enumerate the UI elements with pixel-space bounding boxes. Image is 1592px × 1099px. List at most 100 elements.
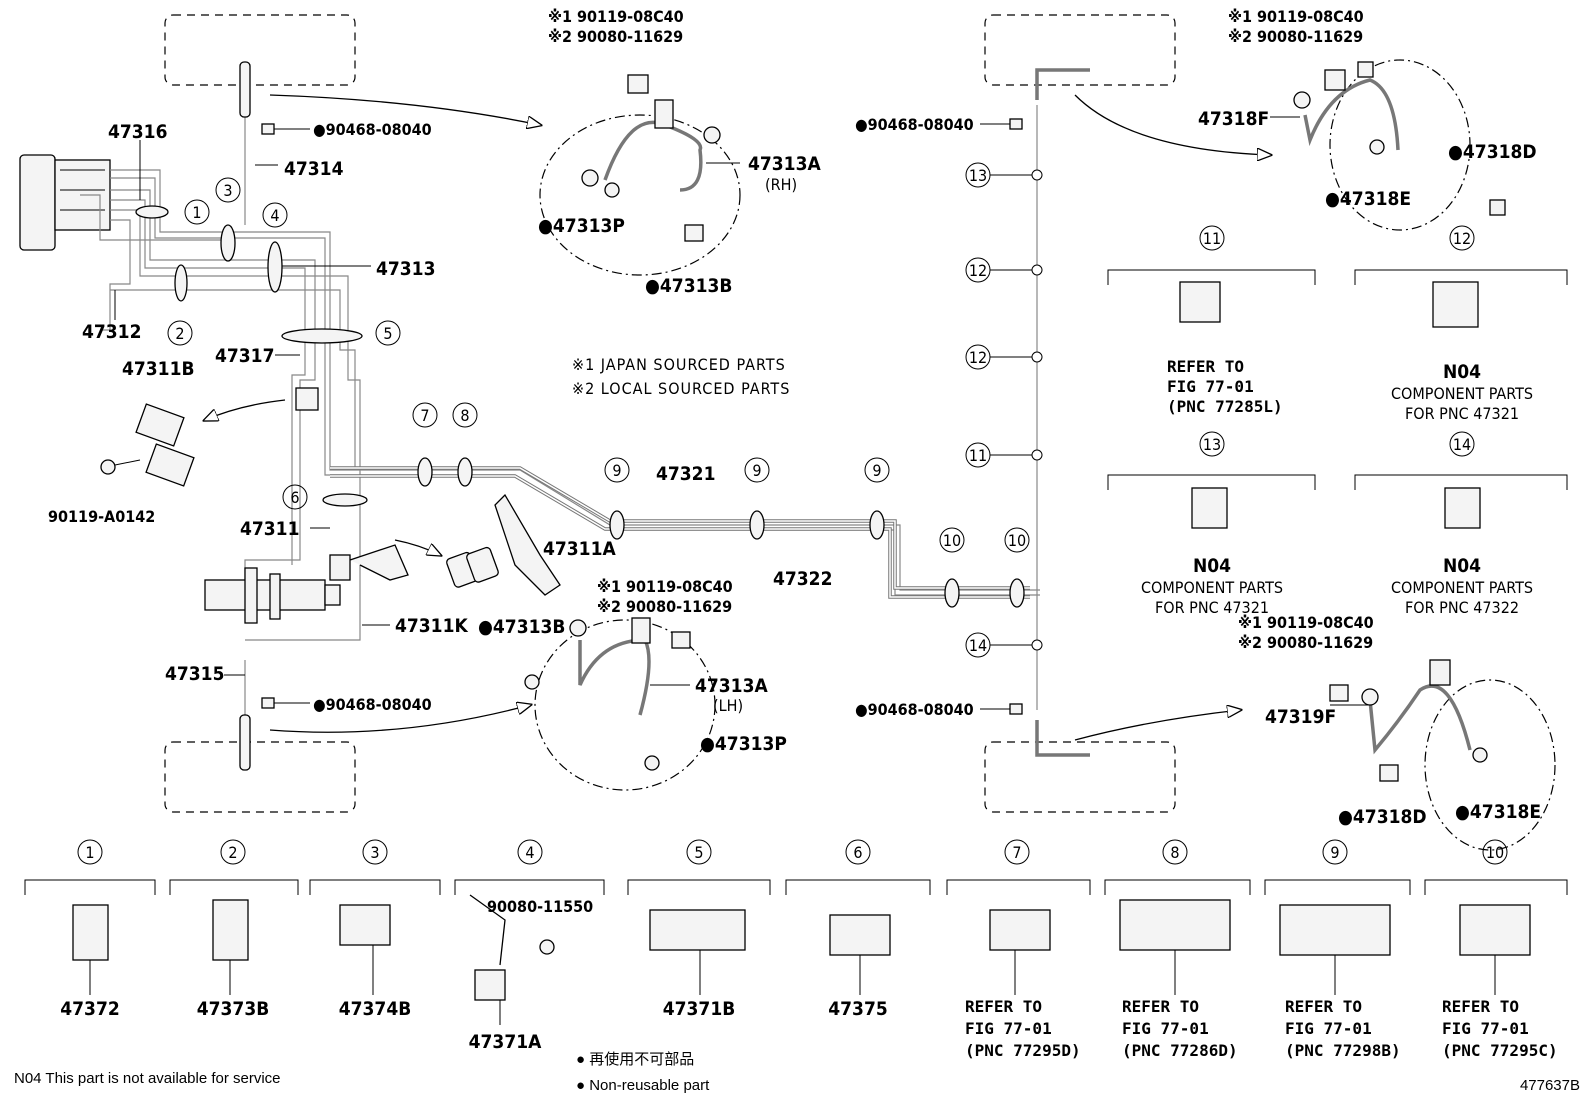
svg-text:(PNC 77285L): (PNC 77285L) bbox=[1167, 397, 1283, 416]
svg-text:1: 1 bbox=[192, 203, 201, 222]
label-47318d-top: ●47318D bbox=[1448, 141, 1537, 163]
svg-text:N04: N04 bbox=[1193, 555, 1231, 577]
svg-text:FIG 77-01: FIG 77-01 bbox=[1285, 1019, 1372, 1038]
label-90468-d: ●90468-08040 bbox=[855, 700, 974, 719]
part-number-labels: 47316 47314 47313 47312 47317 47311B 901… bbox=[48, 108, 1541, 916]
n04-note: N04 This part is not available for servi… bbox=[14, 1070, 281, 1087]
label-47315: 47315 bbox=[165, 663, 224, 685]
rear-right-flex-hose bbox=[1293, 59, 1506, 231]
svg-text:10: 10 bbox=[1008, 531, 1026, 550]
item-47372: 47372 bbox=[60, 998, 119, 1020]
svg-text:REFER TO: REFER TO bbox=[1442, 997, 1519, 1016]
label-rh: (RH) bbox=[765, 175, 797, 194]
svg-text:6: 6 bbox=[290, 488, 299, 507]
svg-text:3: 3 bbox=[223, 181, 232, 200]
clamp-detail-12 bbox=[1354, 269, 1568, 328]
svg-text:9: 9 bbox=[612, 461, 621, 480]
svg-text:2: 2 bbox=[175, 324, 184, 343]
svg-text:7: 7 bbox=[1012, 843, 1021, 862]
bottom-clamp-row bbox=[24, 879, 1568, 1025]
label-47311k: 47311K bbox=[395, 615, 468, 637]
clamp-detail-11 bbox=[1107, 269, 1316, 323]
item-47374b: 47374B bbox=[339, 998, 412, 1020]
label-47311a: 47311A bbox=[543, 538, 616, 560]
svg-text:10: 10 bbox=[943, 531, 961, 550]
label-47313a-lh: 47313A bbox=[695, 675, 768, 697]
label-47318e-top: ●47318E bbox=[1325, 188, 1411, 210]
bracket-47311b bbox=[100, 403, 195, 487]
svg-text:13: 13 bbox=[969, 166, 987, 185]
label-47318e-bot: ●47318E bbox=[1455, 801, 1541, 823]
tag-rr-japan: ※1 90119-08C40 bbox=[1228, 7, 1364, 26]
label-47319f: 47319F bbox=[1265, 706, 1336, 728]
label-47313b-rh: ●47313B bbox=[645, 275, 732, 297]
item-47371b: 47371B bbox=[663, 998, 736, 1020]
svg-text:REFER TO: REFER TO bbox=[1122, 997, 1199, 1016]
svg-text:FIG 77-01: FIG 77-01 bbox=[1442, 1019, 1529, 1038]
svg-text:FIG 77-01: FIG 77-01 bbox=[965, 1019, 1052, 1038]
svg-text:FIG 77-01: FIG 77-01 bbox=[1167, 377, 1254, 396]
circled-ref-numbers: 1 2 3 4 5 6 7 8 9 9 9 10 10 13 12 12 11 … bbox=[167, 162, 1030, 658]
footer: N04 This part is not available for servi… bbox=[14, 1051, 1580, 1094]
label-47311: 47311 bbox=[240, 518, 299, 540]
svg-text:6: 6 bbox=[853, 843, 862, 862]
svg-text:8: 8 bbox=[1170, 843, 1179, 862]
svg-text:11: 11 bbox=[969, 446, 987, 465]
label-47322: 47322 bbox=[773, 568, 832, 590]
svg-text:COMPONENT PARTS: COMPONENT PARTS bbox=[1141, 578, 1283, 597]
label-lh: (LH) bbox=[713, 696, 743, 715]
svg-text:9: 9 bbox=[872, 461, 881, 480]
svg-text:9: 9 bbox=[752, 461, 761, 480]
item-47373b: 47373B bbox=[197, 998, 270, 1020]
label-47317: 47317 bbox=[215, 345, 274, 367]
tag-rh-japan: ※1 90119-08C40 bbox=[548, 7, 684, 26]
label-47318d-bot: ●47318D bbox=[1338, 806, 1427, 828]
label-90468-a: ●90468-08040 bbox=[313, 120, 432, 139]
svg-text:9: 9 bbox=[1330, 843, 1339, 862]
svg-text:4: 4 bbox=[270, 206, 279, 225]
svg-text:(PNC 77286D): (PNC 77286D) bbox=[1122, 1041, 1238, 1060]
svg-text:REFER TO: REFER TO bbox=[1285, 997, 1362, 1016]
svg-text:7: 7 bbox=[420, 406, 429, 425]
svg-text:4: 4 bbox=[525, 843, 534, 862]
svg-text:12: 12 bbox=[969, 261, 987, 280]
nonreuse-en: ● Non-reusable part bbox=[576, 1077, 710, 1094]
label-47312: 47312 bbox=[82, 321, 141, 343]
svg-text:5: 5 bbox=[383, 324, 392, 343]
label-47313p-rh: ●47313P bbox=[538, 215, 625, 237]
svg-text:N04: N04 bbox=[1443, 361, 1481, 383]
svg-text:FOR PNC 47321: FOR PNC 47321 bbox=[1405, 404, 1519, 423]
lh-flex-hose bbox=[524, 617, 716, 791]
clamp-detail-14 bbox=[1354, 474, 1568, 529]
svg-text:12: 12 bbox=[969, 348, 987, 367]
svg-text:5: 5 bbox=[694, 843, 703, 862]
label-90468-b: ●90468-08040 bbox=[313, 695, 432, 714]
svg-text:COMPONENT PARTS: COMPONENT PARTS bbox=[1391, 384, 1533, 403]
legend-local: ※2 LOCAL SOURCED PARTS bbox=[572, 379, 790, 398]
svg-text:FOR PNC 47322: FOR PNC 47322 bbox=[1405, 598, 1519, 617]
svg-text:10: 10 bbox=[1486, 843, 1504, 862]
clamp-ref-labels: 11 REFER TO FIG 77-01 (PNC 77285L) 12 N0… bbox=[1141, 225, 1533, 617]
legend-japan: ※1 JAPAN SOURCED PARTS bbox=[572, 355, 786, 374]
nonreuse-jp: ● 再使用不可部品 bbox=[576, 1051, 694, 1068]
svg-text:REFER TO: REFER TO bbox=[1167, 357, 1244, 376]
figure-id: 477637B bbox=[1520, 1077, 1580, 1094]
svg-text:14: 14 bbox=[1453, 435, 1471, 454]
svg-text:1: 1 bbox=[85, 843, 94, 862]
sourcing-tags: ※1 90119-08C40 ※2 90080-11629 ※1 90119-0… bbox=[548, 7, 1374, 652]
rear-right-wheel-area bbox=[984, 14, 1176, 86]
label-47313a-rh: 47313A bbox=[748, 153, 821, 175]
bracket-47311a bbox=[446, 493, 561, 596]
svg-text:2: 2 bbox=[228, 843, 237, 862]
svg-text:REFER TO: REFER TO bbox=[965, 997, 1042, 1016]
tag-rl-japan: ※1 90119-08C40 bbox=[1238, 613, 1374, 632]
label-47316: 47316 bbox=[108, 121, 167, 143]
svg-text:8: 8 bbox=[460, 406, 469, 425]
tag-rr-local: ※2 90080-11629 bbox=[1228, 27, 1363, 46]
label-47314: 47314 bbox=[284, 158, 344, 180]
master-cylinder bbox=[204, 567, 341, 624]
svg-text:3: 3 bbox=[370, 843, 379, 862]
front-right-wheel-area bbox=[164, 14, 356, 86]
sourcing-legend: ※1 JAPAN SOURCED PARTS ※2 LOCAL SOURCED … bbox=[572, 355, 790, 398]
